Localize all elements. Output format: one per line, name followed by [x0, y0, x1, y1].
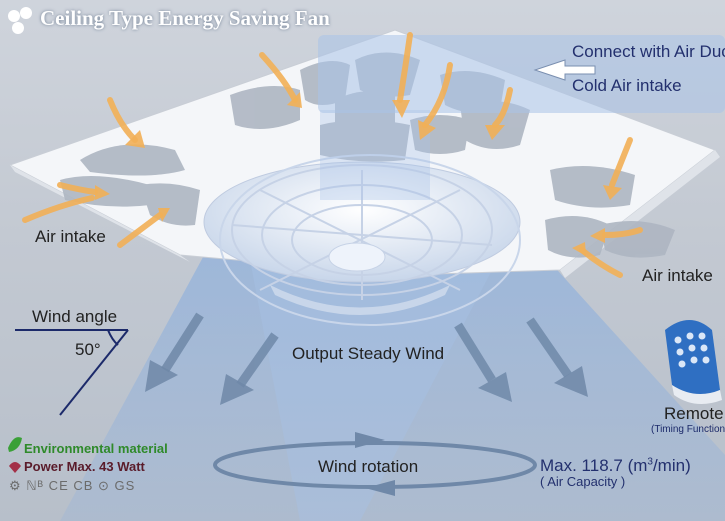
material-text: Environmental material: [24, 441, 168, 456]
capacity-label: Max. 118.7 (m3/min): [540, 456, 691, 475]
capacity-sub-label: ( Air Capacity ): [540, 474, 626, 489]
logo-icon: [8, 7, 32, 34]
remote-label: Remote: [664, 404, 724, 423]
cert-icons: ⚙ ℕᴮ CE CB ⊙ GS: [9, 478, 136, 493]
air-intake-left-label: Air intake: [35, 227, 106, 246]
air-intake-right-label: Air intake: [642, 266, 713, 285]
connect-duct-label: Connect with Air Duct: [572, 42, 725, 61]
remote-image: [665, 320, 722, 404]
wind-cone: [60, 235, 725, 521]
duct-box: [318, 35, 725, 113]
page-title: Ceiling Type Energy Saving Fan: [40, 6, 330, 30]
wind-rotation-label: Wind rotation: [318, 457, 419, 476]
power-icon: [9, 462, 21, 473]
cold-air-label: Cold Air intake: [572, 76, 682, 95]
remote-sub-label: (Timing Function): [651, 424, 725, 435]
power-text: Power Max. 43 Watt: [24, 459, 145, 474]
cold-air-arrow: [533, 59, 596, 81]
leaf-icon: [8, 437, 22, 452]
angle-value: 50°: [75, 340, 101, 359]
wind-angle-label: Wind angle: [32, 307, 118, 326]
output-wind-label: Output Steady Wind: [292, 344, 445, 363]
